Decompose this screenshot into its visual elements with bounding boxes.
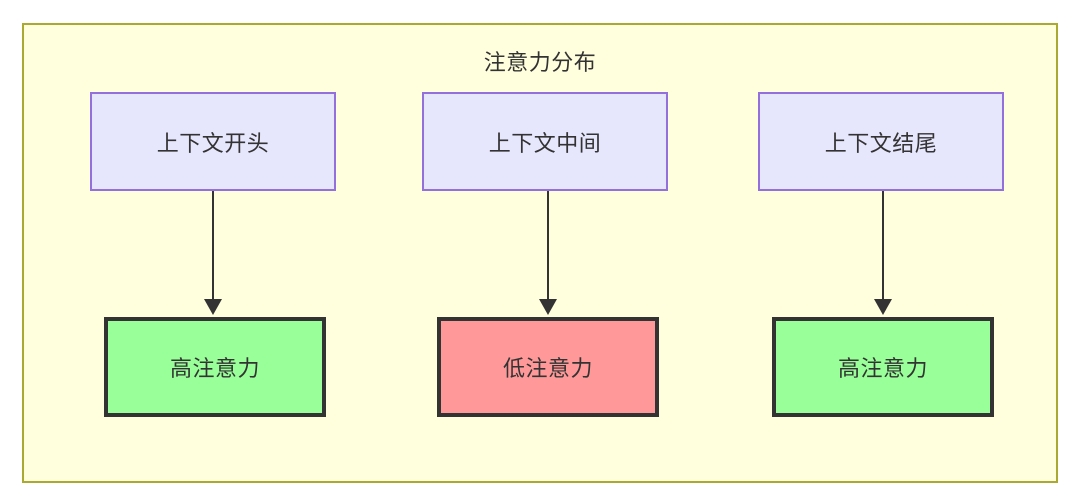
node-attention-high-start[interactable]: 高注意力 [104,317,326,417]
node-context-middle[interactable]: 上下文中间 [422,92,668,191]
node-context-start[interactable]: 上下文开头 [90,92,336,191]
node-attention-low-middle[interactable]: 低注意力 [437,317,659,417]
node-attention-high-end[interactable]: 高注意力 [772,317,994,417]
node-context-end[interactable]: 上下文结尾 [758,92,1004,191]
subgraph-title: 注意力分布 [483,50,597,75]
